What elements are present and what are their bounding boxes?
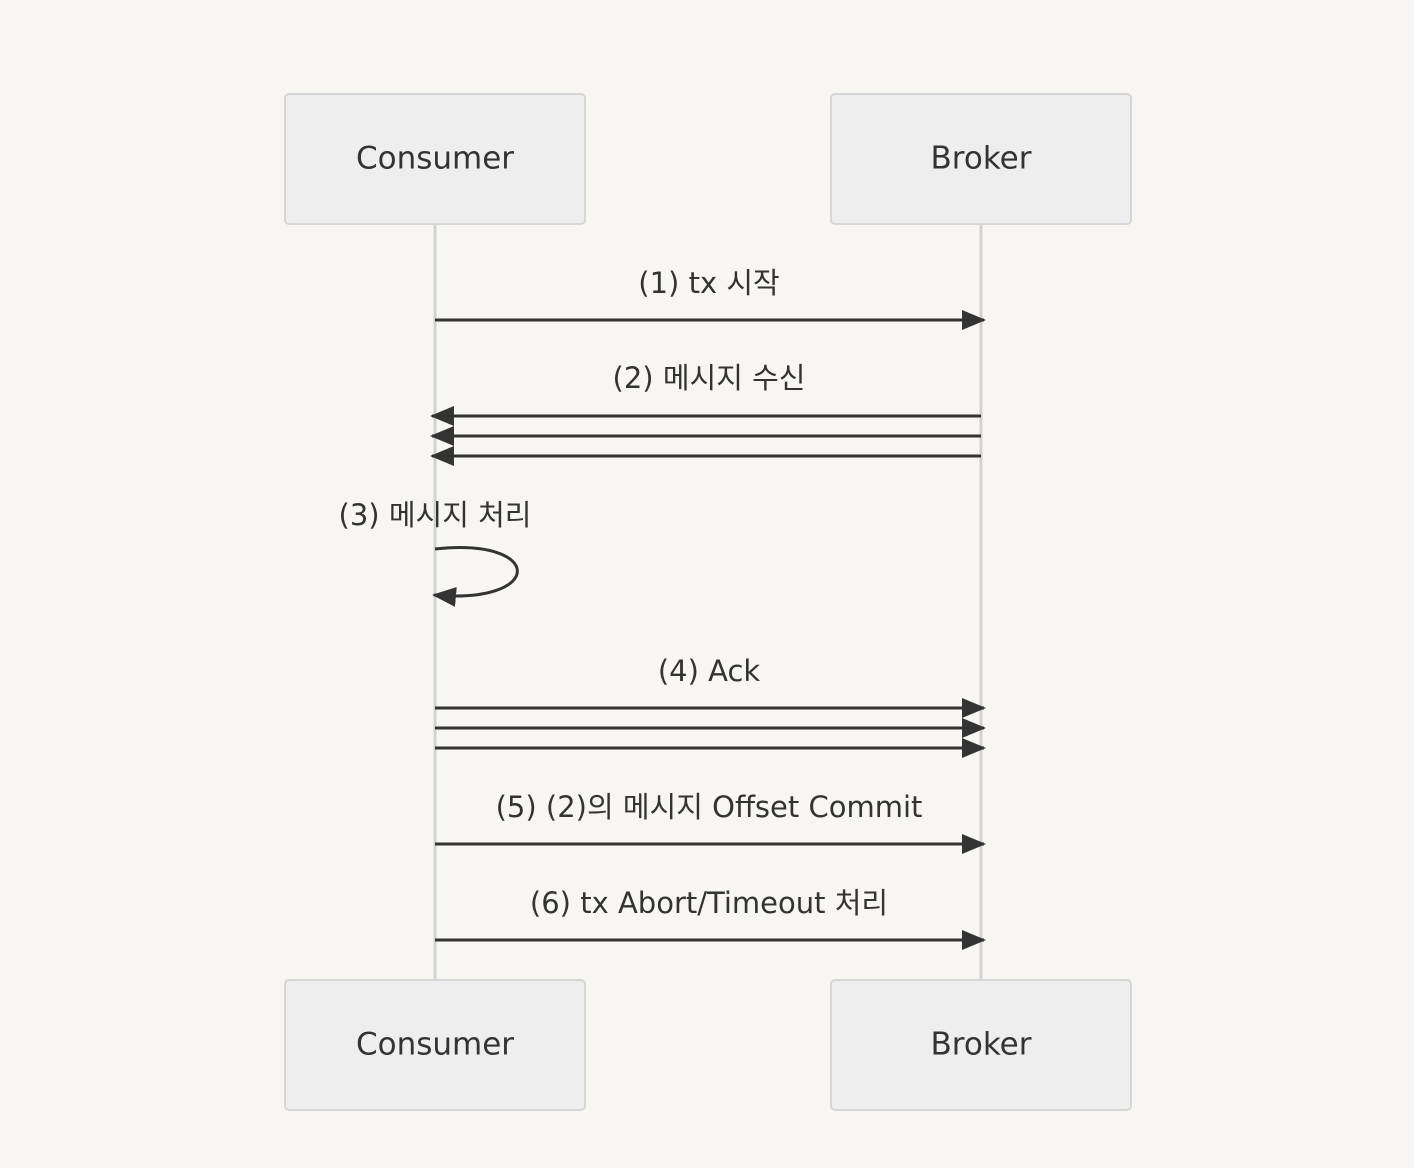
actor-consumer-top: Consumer — [284, 93, 586, 225]
message-2-label: (2) 메시지 수신 — [613, 361, 806, 395]
message-2: (2) 메시지 수신 — [430, 361, 981, 466]
actor-consumer-top-label: Consumer — [356, 141, 514, 177]
message-6: (6) tx Abort/Timeout 처리 — [435, 886, 986, 950]
message-6-label: (6) tx Abort/Timeout 처리 — [530, 886, 888, 920]
message-5-label: (5) (2)의 메시지 Offset Commit — [496, 790, 923, 824]
actor-broker-bottom-label: Broker — [931, 1027, 1032, 1063]
message-1-label: (1) tx 시작 — [638, 266, 779, 300]
message-4: (4) Ack — [435, 654, 986, 758]
message-5: (5) (2)의 메시지 Offset Commit — [435, 790, 986, 854]
message-3: (3) 메시지 처리 — [339, 498, 532, 607]
actor-broker-top-label: Broker — [931, 141, 1032, 177]
actor-consumer-bottom-label: Consumer — [356, 1027, 514, 1063]
message-3-self-arrow — [432, 546, 519, 607]
actor-broker-bottom: Broker — [830, 979, 1132, 1111]
message-1: (1) tx 시작 — [435, 266, 986, 330]
message-3-label: (3) 메시지 처리 — [339, 498, 532, 532]
actor-consumer-bottom: Consumer — [284, 979, 586, 1111]
message-4-label: (4) Ack — [658, 654, 761, 688]
actor-broker-top: Broker — [830, 93, 1132, 225]
